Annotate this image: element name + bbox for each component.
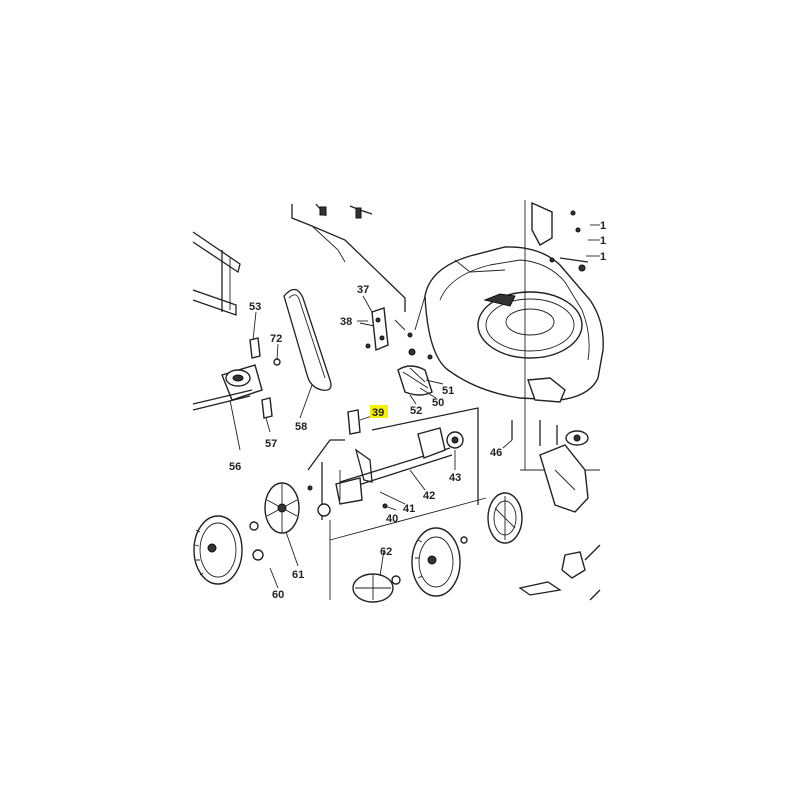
label-52[interactable]: 52 bbox=[410, 405, 422, 417]
label-37[interactable]: 37 bbox=[357, 284, 369, 296]
label-60[interactable]: 60 bbox=[272, 589, 284, 601]
label-1-mid[interactable]: 1 bbox=[600, 235, 606, 247]
label-62[interactable]: 62 bbox=[380, 546, 392, 558]
part-labels: 37 38 39 40 41 42 43 46 50 51 52 53 56 5… bbox=[229, 220, 606, 601]
label-56[interactable]: 56 bbox=[229, 461, 241, 473]
label-61[interactable]: 61 bbox=[292, 569, 304, 581]
drive-axle-assembly bbox=[307, 407, 487, 600]
rear-bracket-37 bbox=[359, 307, 413, 352]
mower-deck bbox=[414, 200, 604, 471]
wheel-hub-bottom bbox=[352, 573, 394, 603]
label-50[interactable]: 50 bbox=[432, 397, 444, 409]
label-53[interactable]: 53 bbox=[249, 301, 261, 313]
label-1-low[interactable]: 1 bbox=[600, 251, 606, 263]
label-57[interactable]: 57 bbox=[265, 438, 277, 450]
label-58[interactable]: 58 bbox=[295, 421, 307, 433]
wheel-front-left bbox=[193, 515, 243, 585]
wheel-rear-right bbox=[487, 492, 523, 544]
label-1-top[interactable]: 1 bbox=[600, 220, 606, 232]
wheel-front-62 bbox=[391, 527, 468, 597]
part-39-highlight bbox=[370, 405, 388, 418]
drive-belt bbox=[283, 288, 332, 391]
label-40[interactable]: 40 bbox=[386, 513, 398, 525]
wheel-hub-61 bbox=[249, 482, 300, 561]
label-72[interactable]: 72 bbox=[270, 333, 282, 345]
transmission-assembly bbox=[192, 337, 281, 419]
label-42[interactable]: 42 bbox=[423, 490, 435, 502]
label-46[interactable]: 46 bbox=[490, 447, 502, 459]
label-39[interactable]: 39 bbox=[372, 407, 384, 419]
handle-frame bbox=[192, 231, 241, 316]
label-43[interactable]: 43 bbox=[449, 472, 461, 484]
label-51[interactable]: 51 bbox=[442, 385, 454, 397]
height-adjust-sector bbox=[397, 348, 433, 396]
label-41[interactable]: 41 bbox=[403, 503, 415, 515]
label-38[interactable]: 38 bbox=[340, 316, 352, 328]
blade-adaptor-assembly bbox=[511, 420, 601, 601]
upper-handle-panel bbox=[291, 203, 406, 312]
